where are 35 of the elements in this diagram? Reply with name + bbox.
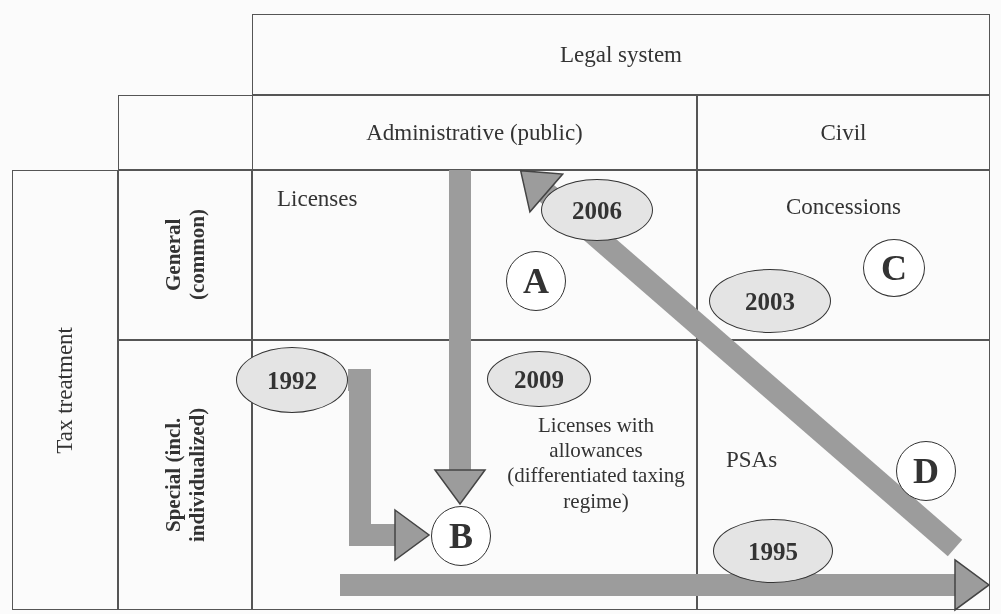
letter-circle	[896, 441, 956, 501]
column-group-header	[252, 14, 990, 95]
cell-label: Civil	[820, 118, 867, 147]
matrix-cell	[252, 170, 697, 340]
ellipse-label: C	[881, 250, 907, 286]
letter-circle	[431, 506, 491, 566]
ellipse-label: A	[523, 263, 549, 299]
ellipse-label: B	[449, 518, 473, 554]
column-header	[252, 95, 697, 170]
cell-label: Special (incl. individualized)	[160, 406, 210, 545]
ellipse-label: 2003	[745, 288, 795, 314]
ellipse-label: 1992	[267, 367, 317, 393]
cell-label: Administrative (public)	[366, 118, 583, 147]
ellipse-label: D	[913, 453, 939, 489]
cell-label: Concessions	[786, 193, 901, 221]
ellipse-label: 2006	[572, 197, 622, 223]
cell-label: Tax treatment	[51, 326, 78, 454]
ellipse-label: 1995	[748, 538, 798, 564]
column-header	[697, 95, 990, 170]
cell-label: Legal system	[560, 40, 682, 69]
block-arrow	[519, 169, 963, 557]
letter-circle	[506, 251, 566, 311]
block-arrow	[348, 369, 430, 561]
cell-label: Licenses	[277, 185, 358, 213]
cell-label: Licenses with allowances (differentiated taxing regime)	[506, 413, 686, 514]
ellipse-label: 2009	[514, 366, 564, 392]
row-header	[118, 340, 252, 610]
cell-label: PSAs	[726, 446, 778, 474]
row-group-header	[12, 170, 118, 610]
block-arrow	[340, 559, 990, 611]
matrix-cell	[697, 340, 990, 610]
row-header	[118, 170, 252, 340]
cell-label: General (common)	[160, 208, 210, 303]
block-arrow	[434, 170, 486, 505]
matrix-cell	[697, 170, 990, 340]
